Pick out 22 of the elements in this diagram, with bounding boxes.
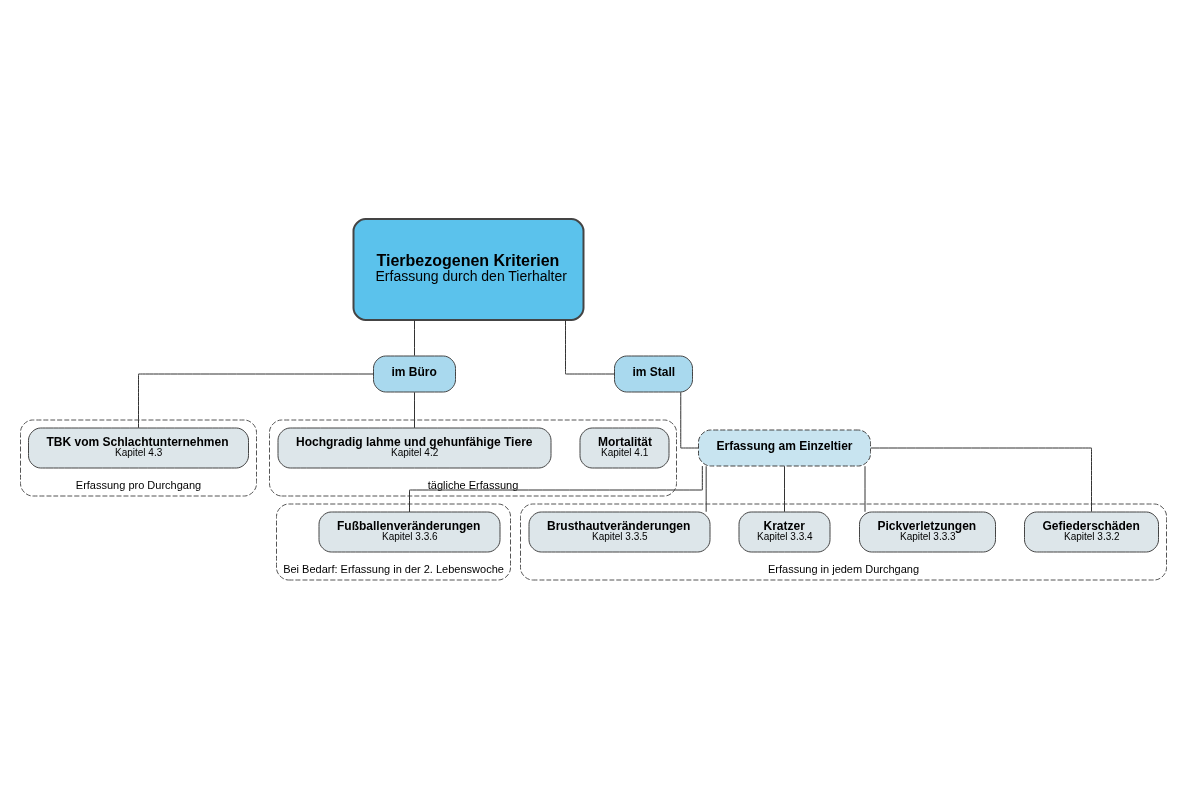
node-box: TBK vom Schlachtunternehmen Kapitel 4.3 (28, 427, 249, 469)
node-box: Erfassung am Einzeltier (698, 429, 871, 467)
connector (565, 319, 615, 375)
connector (414, 319, 415, 357)
node-box: Kratzer Kapitel 3.3.4 (738, 511, 831, 553)
connector (414, 391, 415, 429)
connector (864, 465, 866, 513)
node-box: Gefiederschäden Kapitel 3.3.2 (1024, 511, 1159, 553)
node-box: Hochgradig lahme und gehunfähige Tiere Kapitel 4.2 (277, 427, 552, 469)
connector (705, 465, 707, 513)
node-box: Fußballenveränderungen Kapitel 3.3.6 (318, 511, 501, 553)
connector (138, 373, 374, 429)
connector (409, 465, 703, 513)
node-box: Mortalität Kapitel 4.1 (579, 427, 670, 469)
node-box: Pickverletzungen Kapitel 3.3.3 (859, 511, 996, 553)
connector (784, 465, 785, 513)
node-box: Tierbezogenen Kriterien Erfassung durch den Tierhalter (352, 218, 585, 321)
node-box: Brusthautveränderungen Kapitel 3.3.5 (528, 511, 711, 553)
node-box: im Büro (373, 355, 456, 393)
node-box: im Stall (614, 355, 693, 393)
connector (870, 447, 1092, 513)
connector (680, 391, 699, 449)
